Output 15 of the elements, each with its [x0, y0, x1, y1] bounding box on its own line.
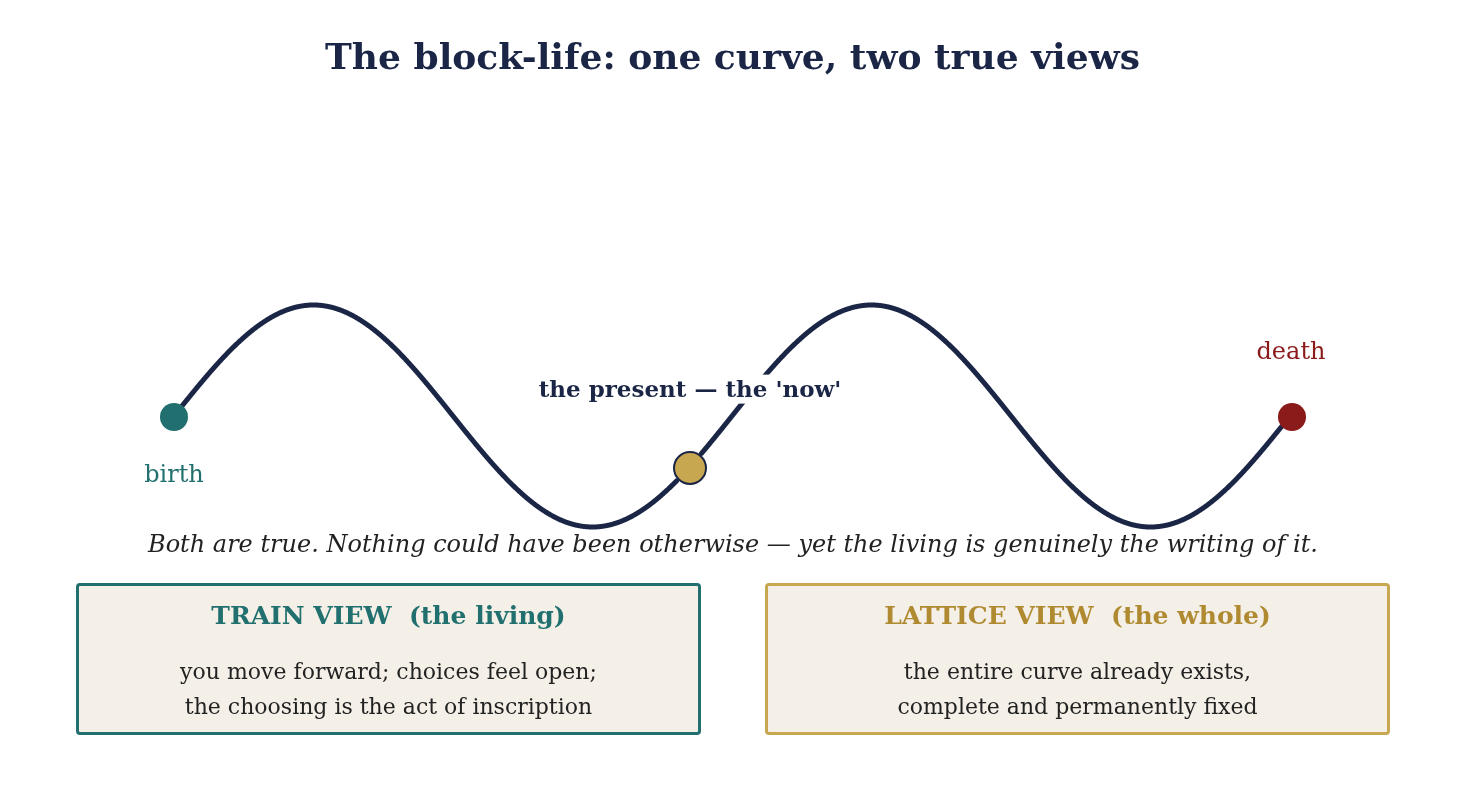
card-heading: LATTICE VIEW (the whole): [884, 600, 1271, 632]
summary-sentence: Both are true. Nothing could have been otherwise — yet the living is genuinely the writing of it.: [148, 529, 1318, 559]
timeline-dot: [160, 403, 188, 431]
timeline-dot: [673, 451, 707, 485]
timeline-dot: [1278, 403, 1306, 431]
card-body-text: the entire curve already exists, complete and permanently fixed: [896, 658, 1259, 721]
view-card: [76, 583, 701, 735]
diagram-title: The block-life: one curve, two true views: [325, 34, 1140, 79]
endpoint-label: birth: [144, 459, 204, 489]
life-curve: [180, 302, 679, 530]
card-heading: TRAIN VIEW (the living): [211, 600, 566, 632]
card-body-text: you move forward; choices feel open; the choosing is the act of inscription: [179, 658, 598, 721]
life-curve: [699, 302, 1284, 530]
endpoint-label: death: [1256, 336, 1326, 366]
view-card: [765, 583, 1390, 735]
